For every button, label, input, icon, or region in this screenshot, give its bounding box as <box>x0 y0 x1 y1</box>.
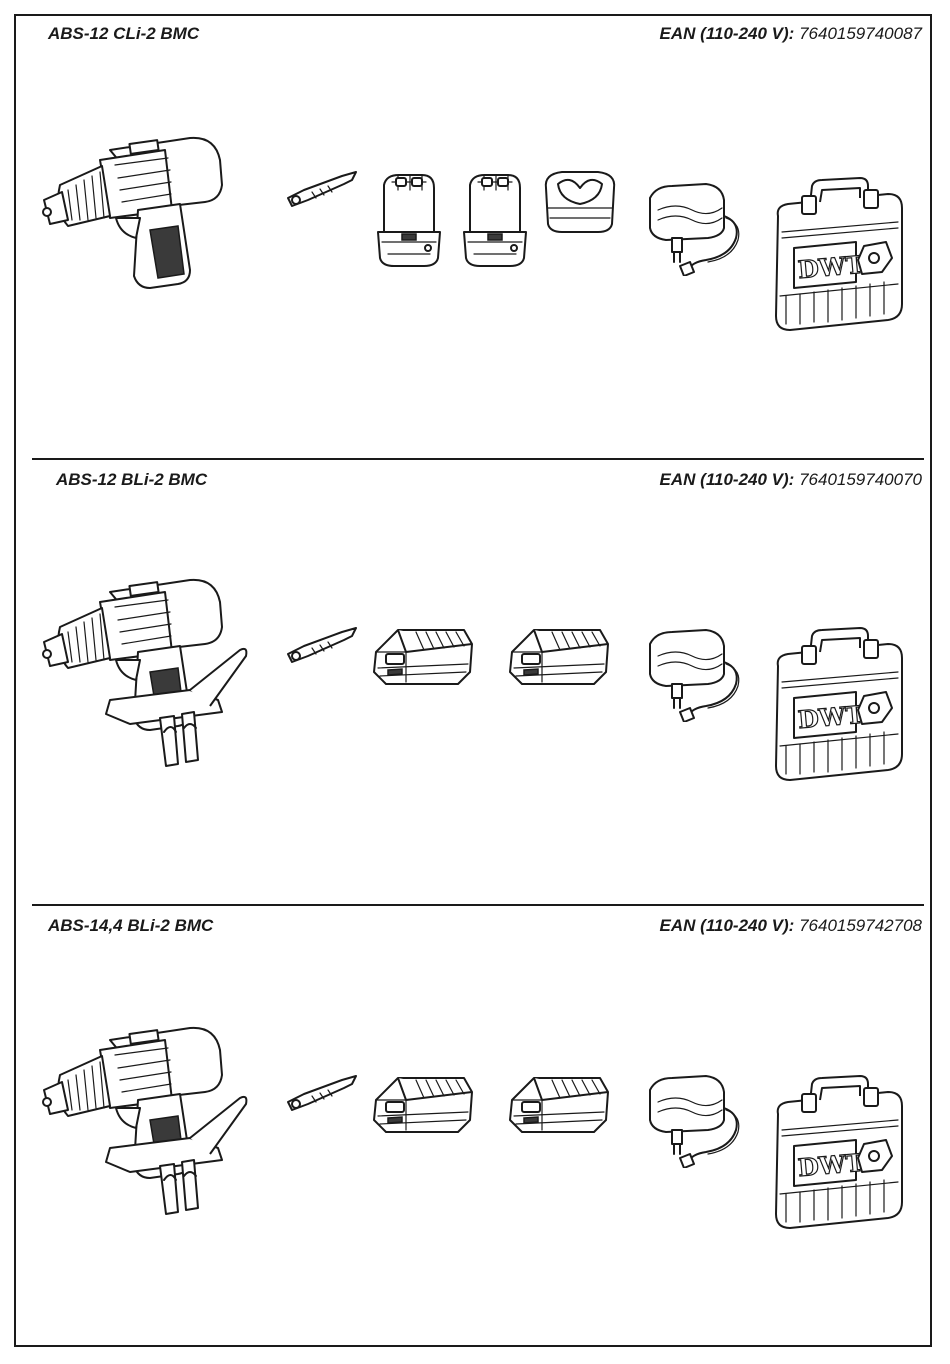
charger-icon <box>636 1068 746 1168</box>
section-divider <box>32 458 924 460</box>
model-title: ABS-12 CLi-2 BMC <box>48 24 199 44</box>
screwdriver-bit-icon <box>282 1072 362 1112</box>
ean-label: EAN (110-240 V): <box>660 24 795 43</box>
drill-with-clip-icon <box>40 572 250 772</box>
charger-base-icon <box>540 166 620 236</box>
power-adapter-icon <box>636 176 746 276</box>
ean-number: 7640159742708 <box>799 916 922 935</box>
ean-number: 7640159740070 <box>799 470 922 489</box>
block-battery-icon <box>368 622 478 692</box>
drill-with-clip-icon <box>40 1020 250 1220</box>
block-battery-icon <box>504 622 614 692</box>
charger-icon <box>636 622 746 722</box>
slide-battery-icon <box>460 170 530 270</box>
drill-icon <box>40 130 240 300</box>
ean-code: EAN (110-240 V): 7640159740070 <box>660 470 922 490</box>
ean-label: EAN (110-240 V): <box>660 470 795 489</box>
model-title: ABS-14,4 BLi-2 BMC <box>48 916 213 936</box>
block-battery-icon <box>368 1070 478 1140</box>
carry-case-icon <box>768 176 908 336</box>
carry-case-icon <box>768 1074 908 1234</box>
screwdriver-bit-icon <box>282 624 362 664</box>
ean-number: 7640159740087 <box>799 24 922 43</box>
screwdriver-bit-icon <box>282 168 362 208</box>
ean-label: EAN (110-240 V): <box>660 916 795 935</box>
slide-battery-icon <box>374 170 444 270</box>
model-title: ABS-12 BLi-2 BMC <box>56 470 207 490</box>
ean-code: EAN (110-240 V): 7640159740087 <box>660 24 922 44</box>
ean-code: EAN (110-240 V): 7640159742708 <box>660 916 922 936</box>
carry-case-icon <box>768 626 908 786</box>
section-divider <box>32 904 924 906</box>
block-battery-icon <box>504 1070 614 1140</box>
